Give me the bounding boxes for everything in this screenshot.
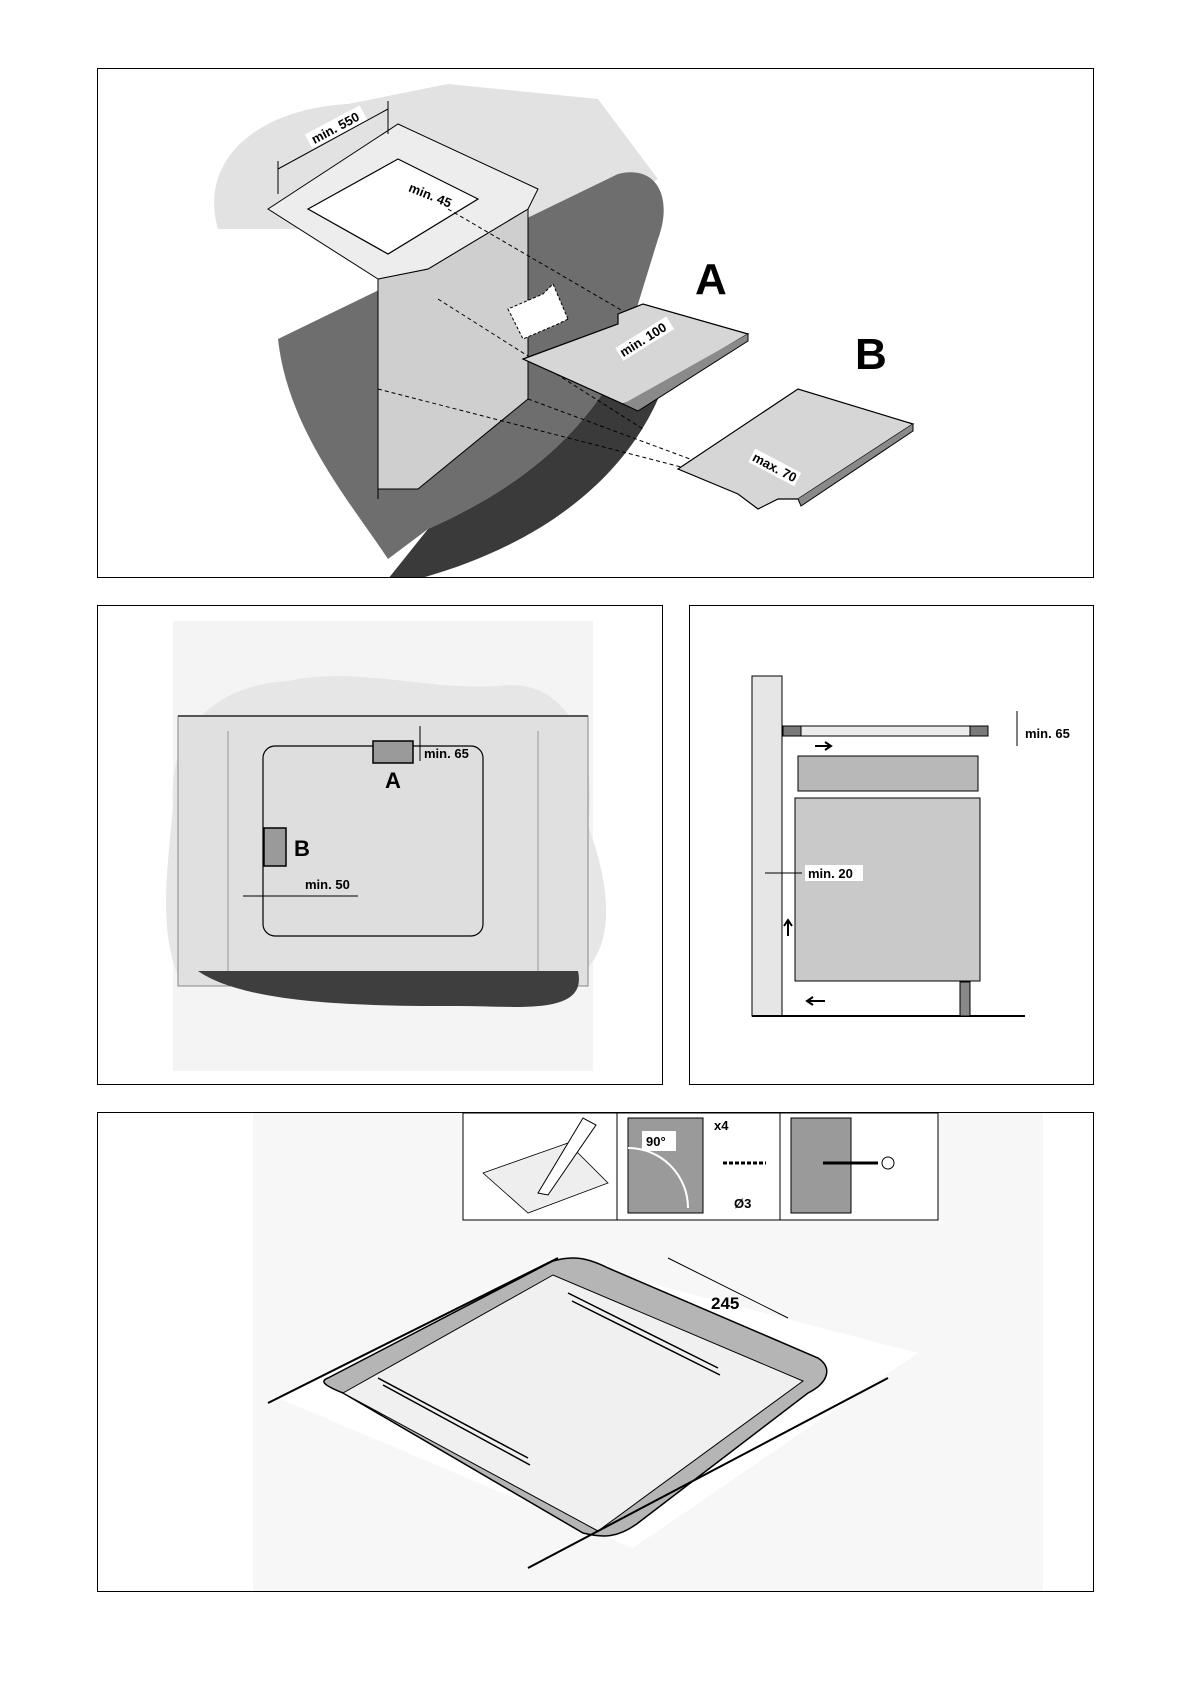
dim-min65-label: min. 65 [1025,726,1070,741]
side-section-drawing: min. 65 min. 20 [751,675,1070,1017]
step-drill-label: Ø3 [734,1196,751,1211]
dim-245-label: 245 [711,1294,739,1313]
panel-top-view-cutout: A min. 65 B min. 50 [97,605,663,1085]
notch-b-label: B [294,836,310,861]
dim-min50-label: min. 50 [305,877,350,892]
panel-bracket-installation: 90° x4 Ø3 245 [97,1112,1094,1592]
panel-ventilation-options: min. 550 min. 45 min. 100 A max. 70 B [97,68,1094,578]
notch-a [372,740,414,764]
airflow-arrow-icon [815,741,833,751]
top-view-drawing: A min. 65 B min. 50 [166,621,607,1071]
mounting-bracket-front [377,1377,531,1466]
panel-side-section: min. 65 min. 20 [689,605,1094,1085]
dim-min65-label: min. 65 [424,746,469,761]
step-angle-label: 90° [646,1134,666,1149]
notch-b [263,827,287,867]
panel-b-label: B [855,330,887,379]
airflow-arrow-icon [805,996,825,1006]
cabinet-perspective-drawing: min. 550 min. 45 min. 100 A max. 70 B [214,84,915,577]
screw-head-icon [881,1156,895,1170]
airflow-arrow-icon [507,283,569,340]
cabinet-section [794,797,981,982]
panel-a-label: A [695,255,727,304]
ventilation-panel-b [676,388,915,510]
mounting-bracket-rear [567,1292,721,1376]
airflow-arrow-icon [783,918,793,936]
dim-min20-label: min. 20 [808,866,853,881]
step-count-label: x4 [714,1118,729,1133]
pencil-icon [537,1117,597,1196]
notch-a-label: A [385,768,401,793]
bracket-installation-drawing: 90° x4 Ø3 245 [253,1113,1043,1591]
